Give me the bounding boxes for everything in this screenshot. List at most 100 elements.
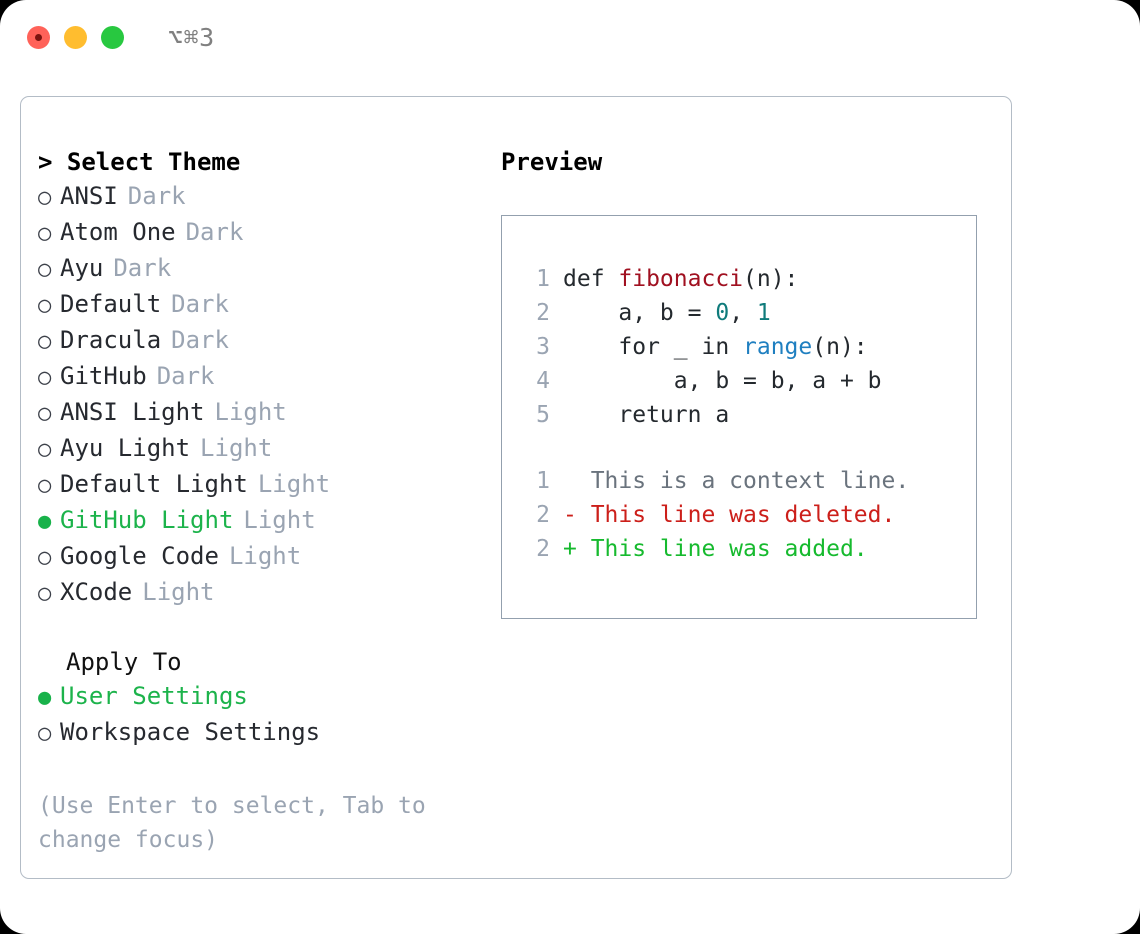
theme-option-variant-badge: Dark [113, 254, 172, 282]
code-token-plain: a, b = b, a + b [563, 368, 882, 394]
apply-to-option-workspace-settings[interactable]: ○ Workspace Settings [38, 715, 488, 751]
diff-line-added: 2+ This line was added. [522, 532, 976, 566]
theme-option-default-light[interactable]: ○ Default Light Light [38, 467, 488, 503]
theme-option-label: ANSI [60, 182, 118, 210]
theme-option-variant-badge: Dark [185, 218, 244, 246]
code-line-number: 1 [536, 266, 550, 292]
radio-unselected-icon: ○ [38, 329, 52, 354]
theme-option-dracula[interactable]: ○ Dracula Dark [38, 323, 488, 359]
theme-option-ayu-light[interactable]: ○ Ayu Light Light [38, 431, 488, 467]
code-line: 1 def fibonacci(n): [522, 262, 976, 296]
preview-heading: Preview [501, 148, 603, 176]
code-line-number: 4 [536, 368, 550, 394]
apply-to-option-list[interactable]: ● User Settings ○ Workspace Settings [38, 679, 488, 751]
code-line-text: a, b = b, a + b [563, 364, 882, 398]
code-token-plain: for _ in [563, 334, 744, 360]
radio-unselected-icon: ○ [38, 721, 52, 746]
theme-option-default[interactable]: ○ Default Dark [38, 287, 488, 323]
theme-option-ansi[interactable]: ○ ANSI Dark [38, 179, 488, 215]
theme-option-variant-badge: Light [214, 398, 287, 426]
code-token-call: range [743, 334, 813, 360]
theme-option-variant-badge: Dark [171, 326, 229, 354]
keyboard-hint-text: (Use Enter to select, Tab to change focu… [38, 793, 426, 853]
code-line-number: 3 [536, 334, 550, 360]
theme-option-xcode[interactable]: ○ XCode Light [38, 575, 488, 611]
theme-option-variant-badge: Dark [156, 362, 215, 390]
code-token-func: fibonacci [618, 266, 744, 292]
code-line: 2 a, b = 0, 1 [522, 296, 976, 330]
radio-selected-icon: ● [38, 509, 52, 534]
close-window-button[interactable] [27, 26, 50, 49]
diff-line-text: + This line was added. [563, 536, 868, 562]
diff-sample: 1 This is a context line. 2 - This line wa… [522, 464, 976, 566]
theme-option-variant-badge: Light [200, 434, 273, 462]
traffic-light-buttons [27, 26, 124, 49]
theme-option-variant-badge: Dark [171, 290, 229, 318]
code-line-number: 2 [536, 300, 550, 326]
apply-to-heading: Apply To [66, 648, 182, 676]
minimize-window-button[interactable] [64, 26, 87, 49]
radio-unselected-icon: ○ [38, 437, 52, 462]
theme-option-label: Ayu [60, 254, 104, 282]
diff-line-context: 1 This is a context line. [522, 464, 976, 498]
theme-option-label: GitHub Light [60, 506, 234, 534]
code-token-plain: return a [563, 402, 730, 428]
theme-option-label: Dracula [60, 326, 162, 354]
radio-unselected-icon: ○ [38, 365, 52, 390]
theme-option-ansi-light[interactable]: ○ ANSI Light Light [38, 395, 488, 431]
diff-line-deleted: 2 - This line was deleted. [522, 498, 976, 532]
apply-to-option-label: User Settings [60, 682, 248, 710]
theme-option-atom-one[interactable]: ○ Atom One Dark [38, 215, 488, 251]
zoom-window-button[interactable] [101, 26, 124, 49]
diff-line-text: This is a context line. [563, 468, 910, 494]
theme-option-label: GitHub [60, 362, 147, 390]
radio-unselected-icon: ○ [38, 293, 52, 318]
radio-unselected-icon: ○ [38, 473, 52, 498]
radio-unselected-icon: ○ [38, 185, 52, 210]
code-token-num: 0 [715, 300, 730, 326]
radio-unselected-icon: ○ [38, 221, 52, 246]
theme-option-label: Default Light [60, 470, 248, 498]
code-token-plain: a, b = [563, 300, 716, 326]
code-token-num: 1 [756, 300, 771, 326]
code-line-text: a, b = 0, 1 [563, 296, 771, 330]
title-bar: ⌥⌘3 [0, 0, 1140, 76]
code-line-text: for _ in range(n): [563, 330, 868, 364]
theme-option-label: XCode [60, 578, 133, 606]
code-token-plain: (n): [812, 334, 868, 360]
theme-option-variant-badge: Light [228, 542, 302, 570]
diff-line-text: - This line was deleted. [563, 502, 896, 528]
radio-selected-icon: ● [38, 685, 52, 710]
code-line: 3 for _ in range(n): [522, 330, 976, 364]
code-token-plain: (n): [743, 266, 799, 292]
apply-to-option-user-settings[interactable]: ● User Settings [38, 679, 488, 715]
theme-option-label: ANSI Light [60, 398, 205, 426]
code-line-text: def fibonacci(n): [563, 262, 798, 296]
code-line-number: 5 [536, 402, 550, 428]
theme-option-variant-badge: Dark [127, 182, 186, 210]
theme-option-variant-badge: Light [257, 470, 331, 498]
radio-unselected-icon: ○ [38, 581, 52, 606]
theme-option-label: Atom One [60, 218, 176, 246]
theme-option-label: Ayu Light [60, 434, 191, 462]
theme-option-label: Default [60, 290, 162, 318]
code-line: 4 a, b = b, a + b [522, 364, 976, 398]
select-theme-heading: > Select Theme [38, 148, 241, 176]
theme-option-github[interactable]: ○ GitHub Dark [38, 359, 488, 395]
apply-to-section: Apply To ● User Settings ○ Workspace Settin… [38, 645, 488, 751]
code-token-plain: def [563, 266, 619, 292]
theme-option-variant-badge: Light [142, 578, 215, 606]
diff-line-number: 2 [536, 502, 550, 528]
apply-to-option-label: Workspace Settings [60, 718, 321, 746]
keyboard-shortcut-label: ⌥⌘3 [168, 23, 215, 52]
radio-unselected-icon: ○ [38, 401, 52, 426]
diff-line-number: 1 [536, 468, 550, 494]
